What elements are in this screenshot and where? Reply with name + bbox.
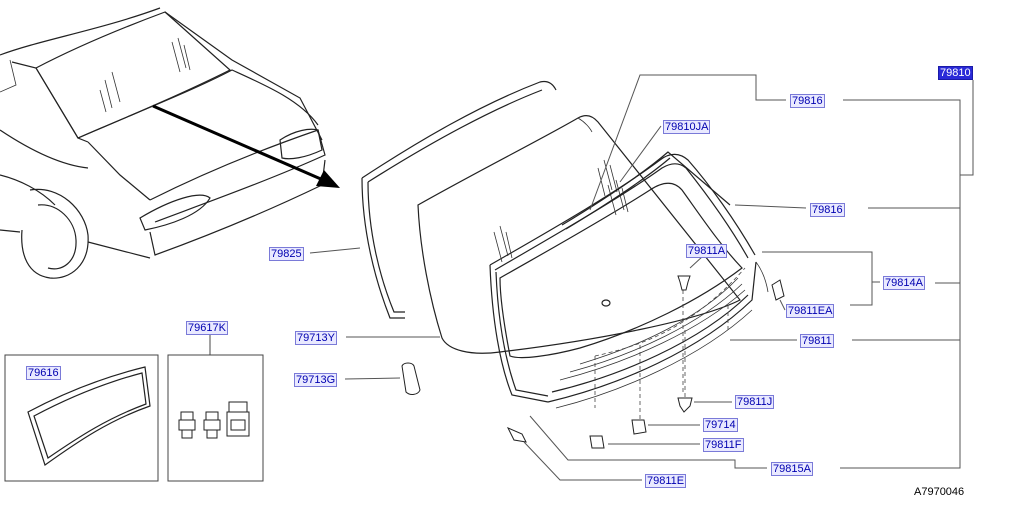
small-parts — [401, 275, 785, 449]
part-label-79811ea[interactable]: 79811EA — [786, 304, 835, 318]
part-label-79816-upper[interactable]: 79816 — [790, 94, 825, 108]
rear-glass-assembly — [489, 151, 769, 420]
part-label-79815a[interactable]: 79815A — [771, 462, 813, 476]
inset-boxes — [4, 334, 264, 482]
back-window-glass — [417, 115, 741, 354]
part-label-79811j[interactable]: 79811J — [735, 395, 775, 409]
part-label-79811f[interactable]: 79811F — [703, 438, 744, 452]
part-label-79810ja[interactable]: 79810JA — [663, 120, 711, 134]
part-label-79713g[interactable]: 79713G — [294, 373, 338, 387]
document-code: A7970046 — [914, 486, 965, 498]
part-label-79825[interactable]: 79825 — [269, 247, 304, 261]
part-label-79811e[interactable]: 79811E — [645, 474, 687, 488]
part-label-79616[interactable]: 79616 — [26, 366, 61, 380]
car-illustration — [0, 7, 326, 279]
part-label-79814a[interactable]: 79814A — [883, 276, 925, 290]
part-label-79816-lower[interactable]: 79816 — [810, 203, 845, 217]
part-label-79617k[interactable]: 79617K — [186, 321, 228, 335]
part-label-79713y[interactable]: 79713Y — [295, 331, 337, 345]
direction-arrow — [152, 104, 340, 188]
part-label-79714[interactable]: 79714 — [703, 418, 738, 432]
moulding-79825 — [361, 80, 557, 319]
part-label-79810[interactable]: 79810 — [938, 66, 973, 80]
part-label-79811a[interactable]: 79811A — [686, 244, 728, 258]
leader-lines — [309, 74, 974, 481]
part-label-79811[interactable]: 79811 — [800, 334, 834, 348]
